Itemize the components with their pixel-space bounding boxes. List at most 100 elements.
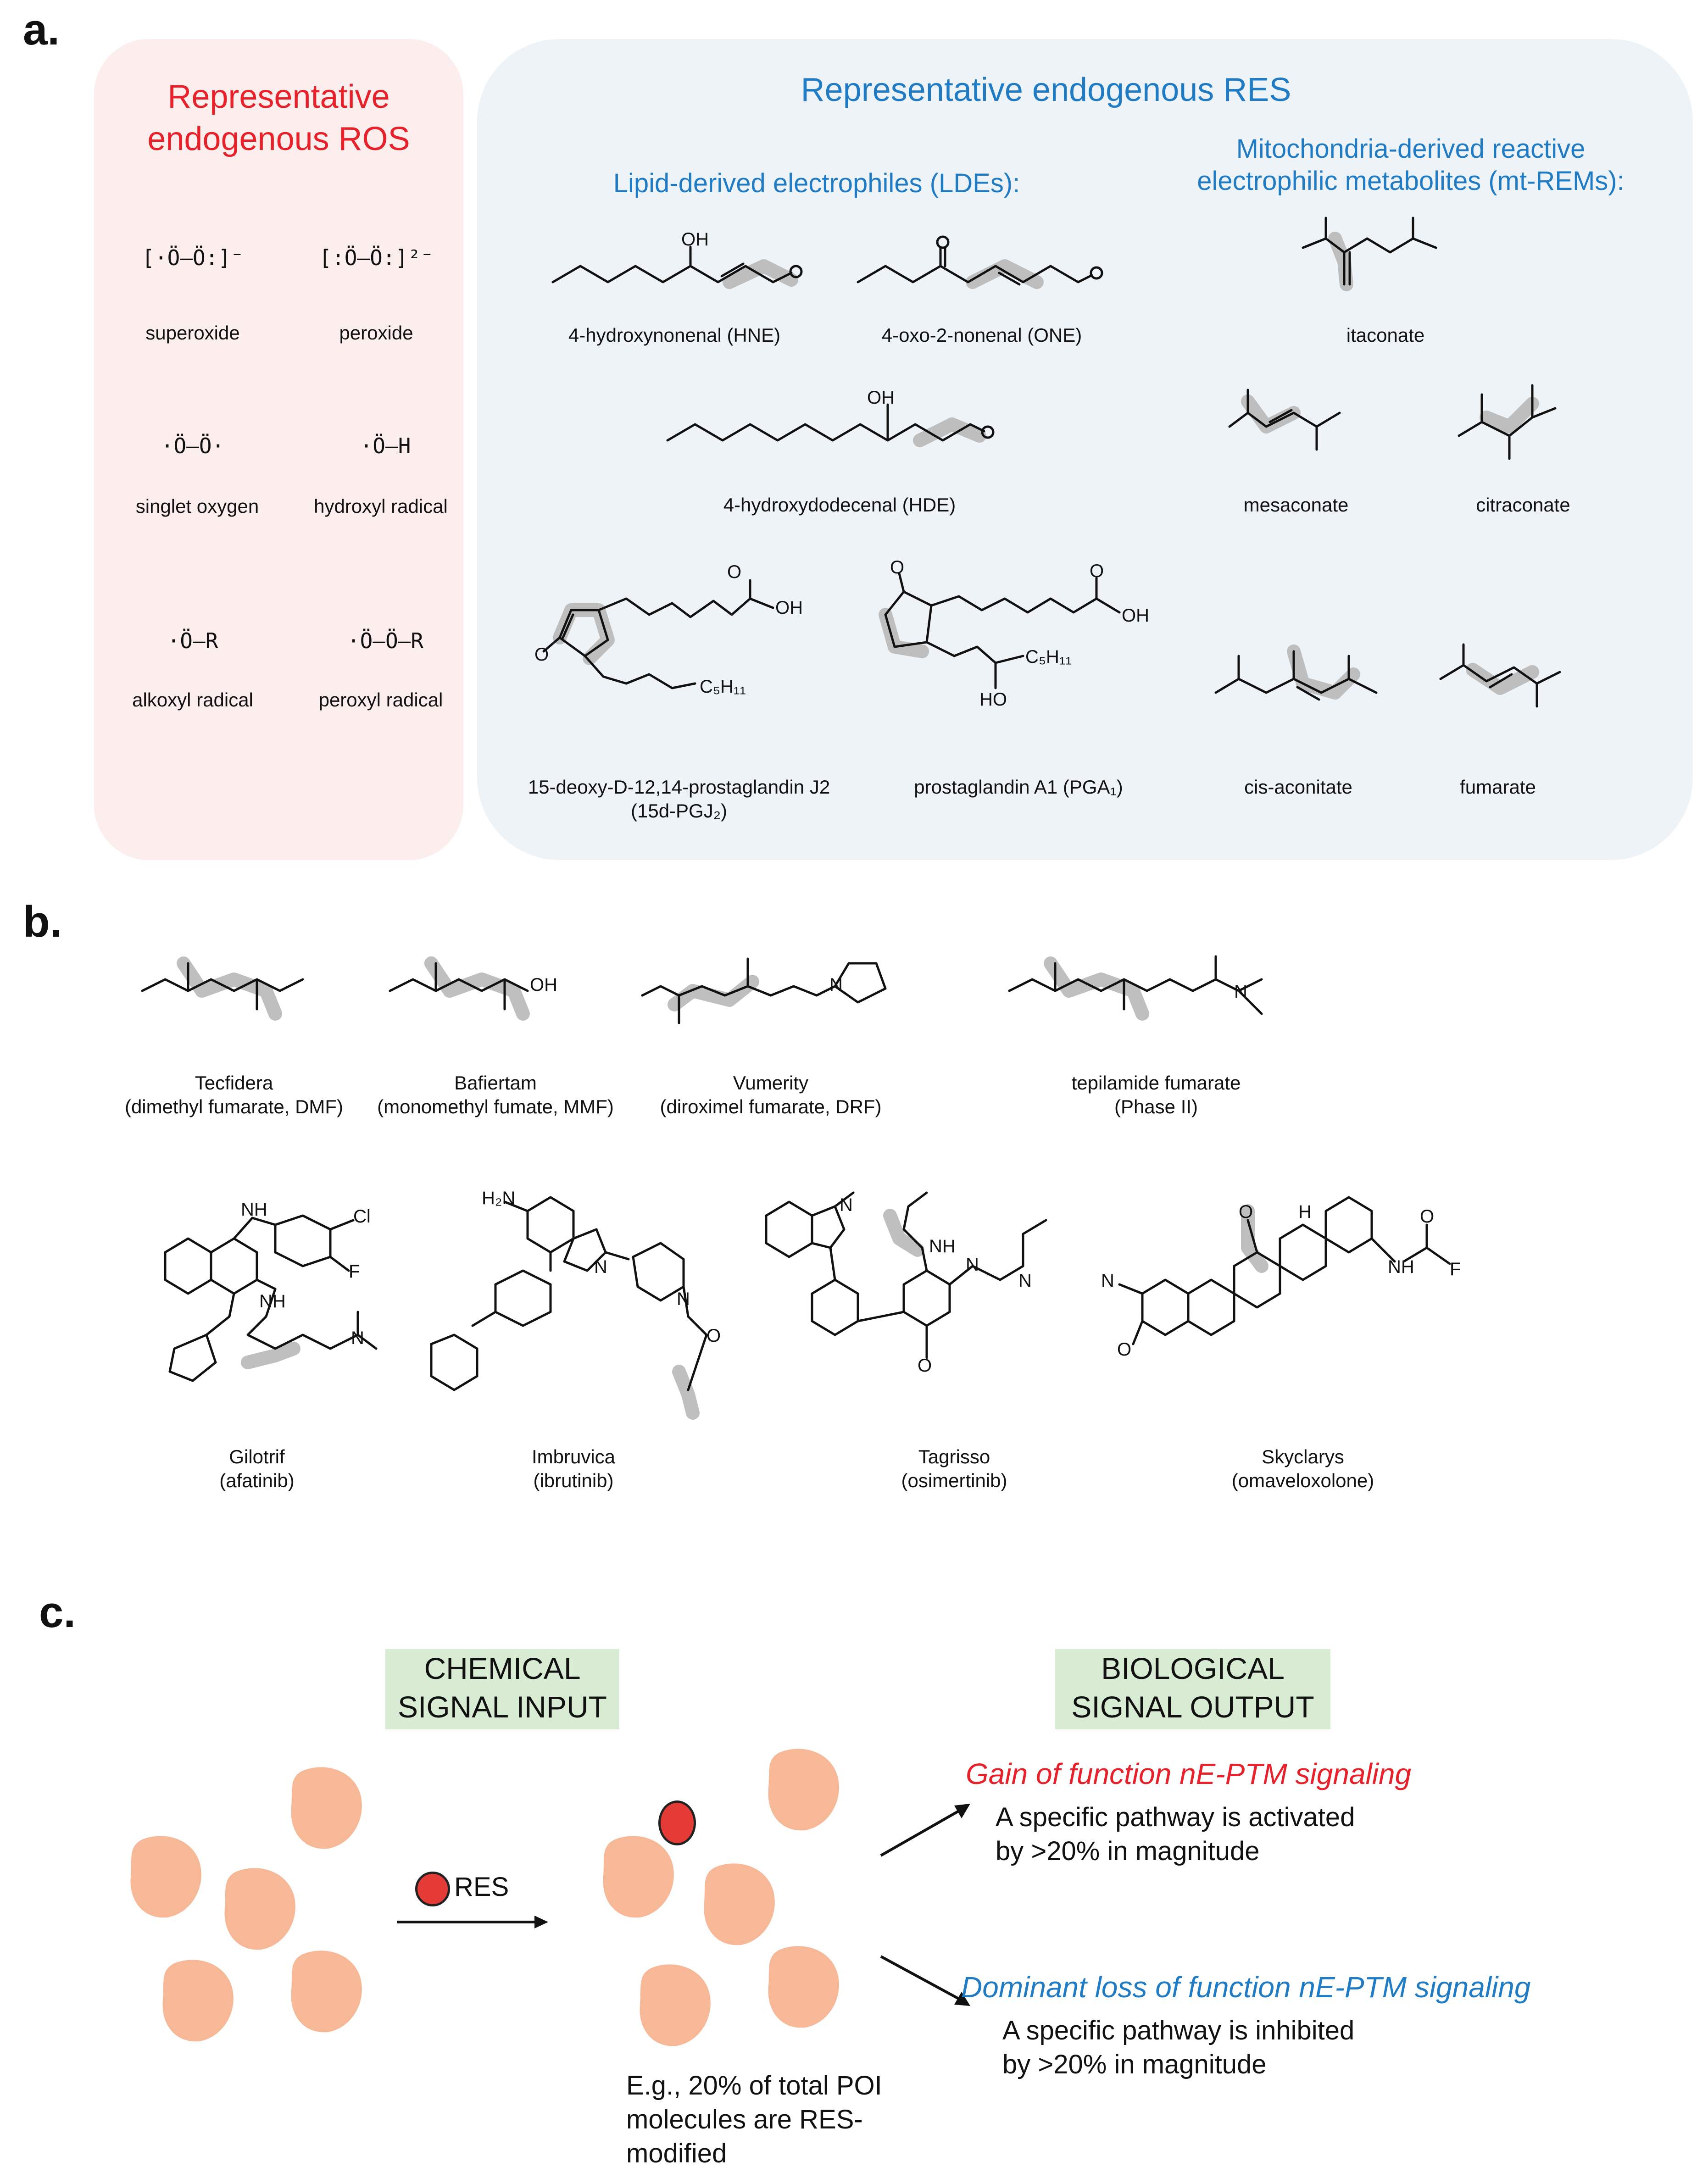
res-molecule-icon: [415, 1872, 450, 1906]
superoxide-formula: [·Ö–Ö:]⁻: [142, 245, 244, 270]
output-tag-line2: SIGNAL OUTPUT: [1071, 1690, 1314, 1724]
tagrisso-name: Tagrisso: [918, 1446, 990, 1467]
peroxyl-radical-formula: ·Ö–Ö–R: [347, 628, 424, 653]
singlet-oxygen-formula: ·Ö–Ö·: [161, 433, 225, 458]
protein-blob: [291, 1767, 362, 1849]
itaconate-label: itaconate: [1346, 324, 1425, 346]
res-label: RES: [454, 1872, 509, 1902]
example-line1: E.g., 20% of total POI: [626, 2071, 882, 2100]
fumarate-structure: [1422, 638, 1606, 732]
cis-aconitate-label: cis-aconitate: [1244, 776, 1352, 798]
singlet-oxygen-label: singlet oxygen: [135, 495, 259, 517]
vumerity-name: Vumerity: [733, 1072, 809, 1094]
res-adduct-icon: [658, 1800, 696, 1845]
bafiertam-structure: OH: [381, 945, 564, 1039]
hde-oh-label: OH: [867, 388, 895, 408]
panel-a-letter: a.: [23, 5, 60, 54]
tecfidera-name: Tecfidera: [195, 1072, 273, 1094]
ros-title-line1: Representative: [167, 78, 390, 115]
skyclarys-name: Skyclarys: [1262, 1446, 1344, 1467]
skyclarys-nh-label: NH: [1388, 1257, 1414, 1277]
vumerity-label: Vumerity (diroximel fumarate, DRF): [642, 1071, 899, 1119]
input-arrow: [397, 1916, 548, 1928]
pga1-label: prostaglandin A1 (PGA₁): [914, 776, 1123, 798]
tagrisso-o-label: O: [918, 1356, 932, 1376]
tepilamide-structure: N: [1000, 945, 1321, 1048]
mt-rem-title: Mitochondria-derived reactive electrophi…: [1147, 133, 1675, 197]
fumarate-label: fumarate: [1460, 776, 1536, 798]
gilotrif-nh-label: NH: [241, 1200, 267, 1220]
skyclarys-sub: (omaveloxolone): [1231, 1470, 1374, 1491]
skyclarys-o2-label: O: [1239, 1202, 1253, 1222]
mt-rem-title-line1: Mitochondria-derived reactive: [1236, 134, 1586, 164]
protein-blob: [162, 1960, 234, 2042]
loss-of-function-title: Dominant loss of function nE-PTM signali…: [961, 1971, 1531, 2004]
one-structure: [853, 229, 1110, 305]
gilotrif-name: Gilotrif: [229, 1446, 285, 1467]
imbruvica-label: Imbruvica (ibrutinib): [459, 1445, 688, 1493]
ros-title: Representative endogenous ROS: [94, 76, 463, 160]
hydroxyl-radical-formula: ·Ö–H: [360, 433, 411, 458]
pga1-ring-o-label: O: [890, 557, 904, 578]
tagrisso-n-label: N: [966, 1255, 979, 1275]
tagrisso-nh-label: NH: [929, 1236, 956, 1256]
gain-line2: by >20% in magnitude: [996, 1836, 1260, 1866]
imbruvica-h2n-label: H₂N: [482, 1188, 515, 1208]
protein-blob: [640, 1964, 711, 2046]
protein-blob: [224, 1868, 295, 1950]
alkoxyl-radical-label: alkoxyl radical: [132, 689, 253, 711]
pgj2-label-line1: 15-deoxy-D-12,14-prostaglandin J2: [528, 776, 830, 798]
tepilamide-label: tepilamide fumarate (Phase II): [1028, 1071, 1285, 1119]
gain-of-function-title: Gain of function nE-PTM signaling: [966, 1757, 1412, 1790]
protein-blob: [768, 1946, 839, 2028]
cis-aconitate-structure: [1202, 633, 1413, 727]
tagrisso-sub: (osimertinib): [901, 1470, 1007, 1491]
imbruvica-o-label: O: [707, 1326, 721, 1346]
res-box: [477, 39, 1693, 860]
skyclarys-structure: N O O H NH O F: [1101, 1174, 1514, 1433]
pga1-c5h11-label: C₅H₁₁: [1025, 647, 1072, 667]
pgj2-structure: O OH C₅H₁₁ O: [534, 562, 833, 741]
alkoxyl-radical-formula: ·Ö–R: [167, 628, 218, 653]
gilotrif-nh2-label: NH: [259, 1291, 286, 1311]
ros-title-line2: endogenous ROS: [147, 121, 410, 157]
tepilamide-name: tepilamide fumarate: [1071, 1072, 1241, 1094]
hne-structure: OH: [548, 229, 805, 305]
bafiertam-oh-label: OH: [530, 975, 557, 995]
skyclarys-label: Skyclarys (omaveloxolone): [1174, 1445, 1431, 1493]
tagrisso-structure: NH N N N O: [752, 1174, 1101, 1433]
mesaconate-label: mesaconate: [1243, 494, 1349, 516]
vumerity-structure: N: [638, 922, 895, 1044]
chemical-signal-input-tag: CHEMICAL SIGNAL INPUT: [385, 1649, 619, 1729]
bafiertam-sub: (monomethyl fumate, MMF): [377, 1096, 614, 1117]
panel-c-letter: c.: [39, 1588, 76, 1637]
panel-b-letter: b.: [23, 897, 62, 946]
protein-blob: [130, 1836, 201, 1918]
imbruvica-sub: (ibrutinib): [533, 1470, 614, 1491]
input-tag-line2: SIGNAL INPUT: [398, 1690, 607, 1724]
pgj2-label: 15-deoxy-D-12,14-prostaglandin J2 (15d-P…: [514, 775, 844, 823]
loss-line2: by >20% in magnitude: [1002, 2050, 1267, 2079]
protein-blob: [704, 1863, 775, 1945]
tecfidera-structure: [133, 945, 317, 1039]
mesaconate-structure: [1211, 376, 1395, 470]
imbruvica-n-label: N: [594, 1257, 607, 1277]
gain-description: A specific pathway is activated by >20% …: [996, 1800, 1355, 1868]
biological-signal-output-tag: BIOLOGICAL SIGNAL OUTPUT: [1055, 1649, 1330, 1729]
tecfidera-sub: (dimethyl fumarate, DMF): [124, 1096, 344, 1117]
protein-blob: [603, 1836, 674, 1918]
tepilamide-n-label: N: [1234, 982, 1247, 1002]
hde-structure: OH: [663, 388, 995, 461]
gilotrif-label: Gilotrif (afatinib): [138, 1445, 376, 1493]
loss-description: A specific pathway is inhibited by >20% …: [1002, 2014, 1354, 2082]
protein-blob: [768, 1749, 839, 1831]
imbruvica-n2-label: N: [677, 1289, 690, 1309]
gilotrif-sub: (afatinib): [219, 1470, 295, 1491]
ros-box: [94, 39, 463, 860]
skyclarys-f-label: F: [1450, 1259, 1461, 1279]
hydroxyl-radical-label: hydroxyl radical: [314, 495, 448, 517]
imbruvica-structure: H₂N N N O: [413, 1179, 734, 1438]
vumerity-n-label: N: [829, 975, 843, 995]
hde-label: 4-hydroxydodecenal (HDE): [723, 494, 956, 516]
loss-line1: A specific pathway is inhibited: [1002, 2016, 1355, 2045]
